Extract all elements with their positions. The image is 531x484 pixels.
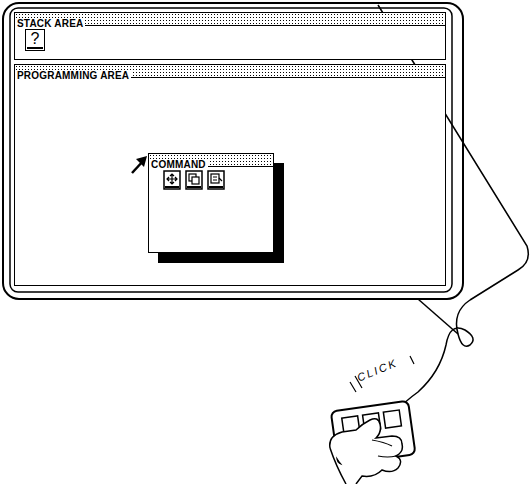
click-label: CLICK xyxy=(355,356,399,383)
title-bar: PROGRAMMING AREA xyxy=(15,65,445,78)
monitor-frame xyxy=(3,3,463,299)
hand xyxy=(330,448,346,484)
hand xyxy=(330,419,403,484)
area-band: PROGRAMMING AREA COMMAND xyxy=(14,64,446,286)
area-title: COMMAND xyxy=(149,159,208,170)
area-title: PROGRAMMING AREA xyxy=(15,70,131,81)
area-title: STACK AREA xyxy=(15,18,85,29)
title-bar: STACK AREA xyxy=(15,13,445,26)
finger-line xyxy=(372,440,396,457)
delete-icon xyxy=(208,171,224,189)
area-band: STACK AREA? xyxy=(14,12,446,60)
screen-edge xyxy=(10,8,452,292)
icon-bar xyxy=(27,47,43,49)
zoom-line xyxy=(418,299,458,334)
stack-icon: ? xyxy=(25,29,45,51)
copy-icon xyxy=(186,171,202,189)
command-window: COMMAND xyxy=(148,153,274,253)
title-bar: COMMAND xyxy=(149,154,273,167)
click-tick xyxy=(350,356,414,392)
move-icon xyxy=(164,171,180,189)
icon-symbol: ? xyxy=(26,30,44,47)
mouse-cable xyxy=(398,300,473,410)
